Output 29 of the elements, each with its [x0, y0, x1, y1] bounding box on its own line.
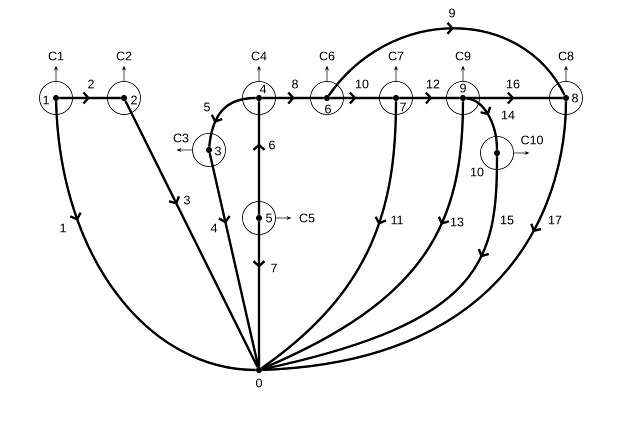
- edge-label: 1: [60, 224, 66, 232]
- edge-label: 9: [449, 8, 455, 18]
- cut-label: C2: [116, 52, 132, 60]
- edge-label: 14: [502, 110, 515, 120]
- edge-label: 5: [204, 102, 210, 112]
- edge-label: 11: [392, 216, 403, 224]
- edge-label: 2: [88, 80, 94, 88]
- edge-label: 10: [356, 80, 368, 88]
- cut-label: C3: [174, 134, 188, 142]
- cut-label: C1: [48, 52, 64, 60]
- edge-label: 15: [501, 216, 514, 224]
- cut-label: C5: [300, 214, 314, 222]
- edge-label: 4: [210, 224, 218, 232]
- edge-label: 17: [549, 216, 562, 224]
- cut-label: C7: [388, 52, 404, 60]
- edge-label: 8: [292, 80, 298, 88]
- node-label: 0: [256, 378, 262, 388]
- cut-label: C10: [521, 136, 543, 144]
- cut-label: C6: [320, 52, 334, 60]
- edge-label: 7: [271, 264, 277, 272]
- edge-label: 16: [507, 80, 520, 88]
- cut-label: C8: [558, 52, 574, 60]
- cut-label: C4: [252, 52, 267, 60]
- edge-label: 12: [427, 80, 440, 88]
- cut-label: C9: [456, 52, 470, 60]
- edge-label: 6: [269, 140, 275, 150]
- node-label: 10: [471, 168, 484, 176]
- edge-label: 13: [451, 218, 464, 226]
- edge-label: 3: [184, 196, 190, 204]
